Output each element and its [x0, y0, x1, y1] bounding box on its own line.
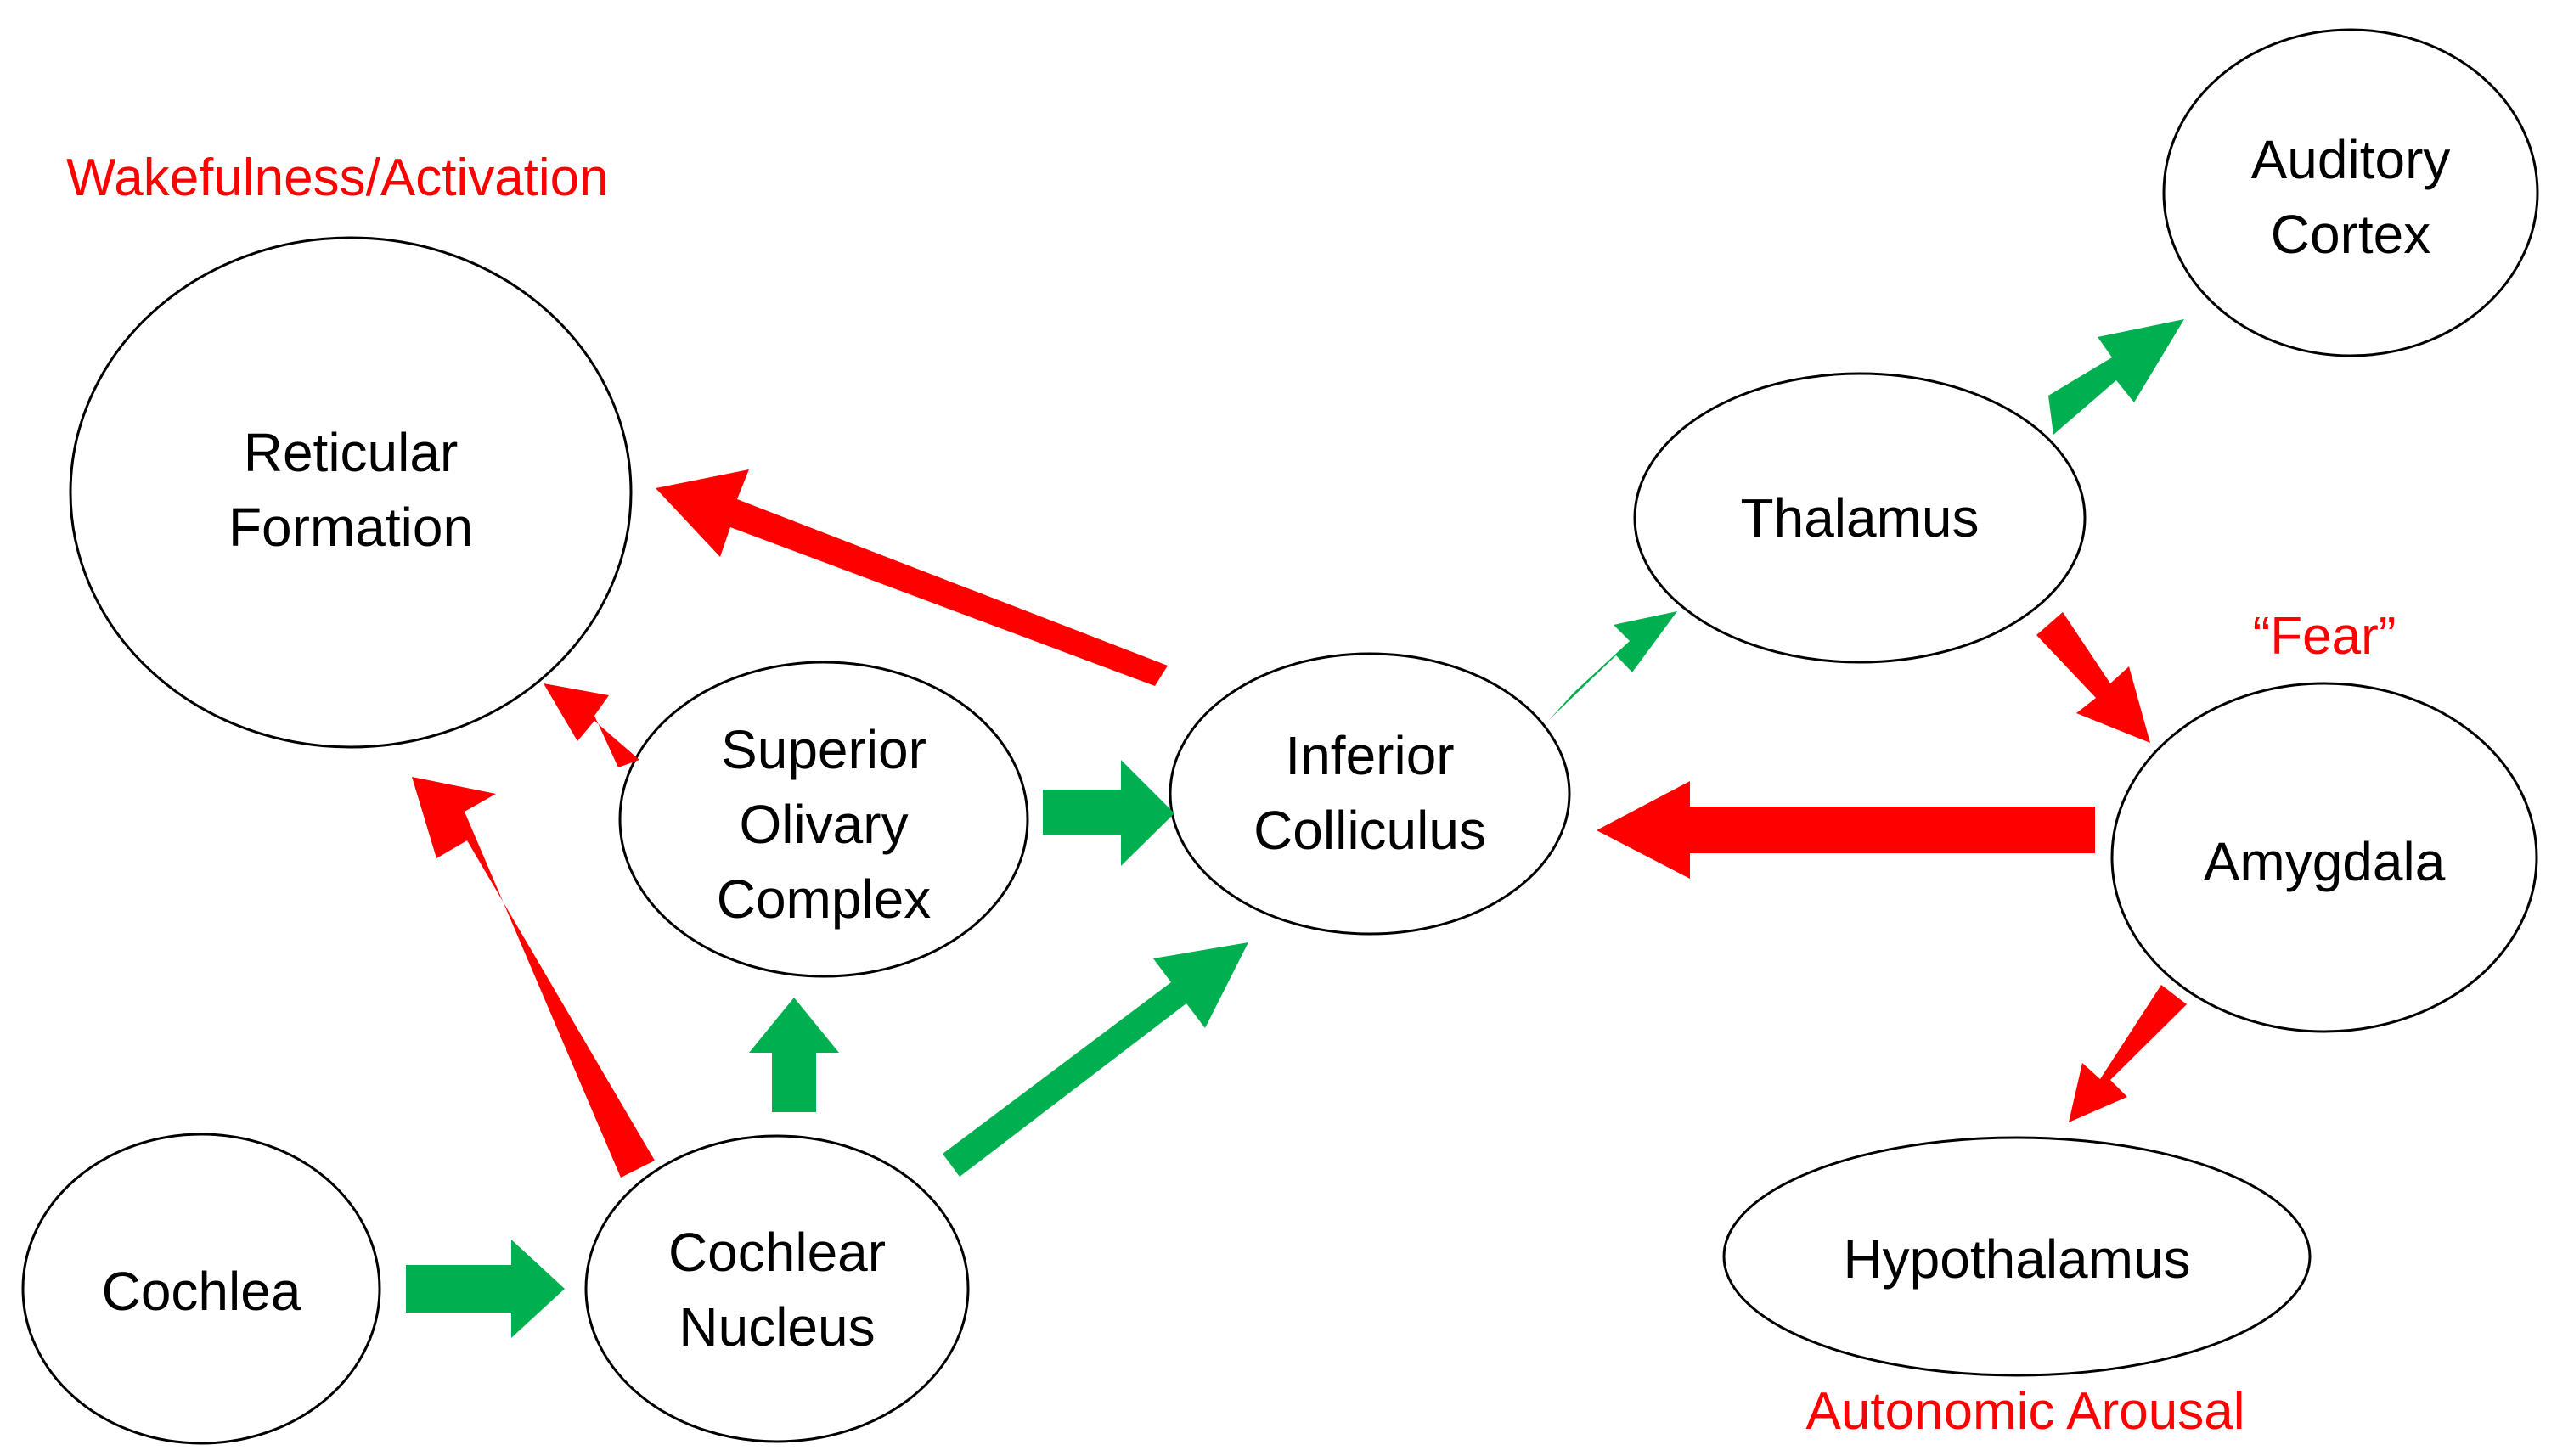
node-label-line: Hypothalamus	[1843, 1228, 2190, 1290]
node-superior-olivary-complex: Superior Olivary Complex	[618, 661, 1029, 978]
node-cochlea: Cochlea	[21, 1133, 381, 1445]
node-thalamus: Thalamus	[1633, 372, 2087, 664]
node-label-line: Superior	[721, 719, 926, 780]
label-wakefulness-activation: Wakefulness/Activation	[66, 149, 609, 207]
arrow-thalamus-to-auditory-cortex	[2048, 319, 2184, 435]
node-inferior-colliculus: Inferior Colliculus	[1169, 652, 1571, 936]
arrow-shape	[2036, 612, 2150, 743]
node-label-line: Complex	[717, 869, 932, 930]
arrow-inferior-colliculus-to-reticular-formation	[656, 469, 1168, 686]
node-label-line: Cortex	[2271, 204, 2431, 265]
arrow-superior-olivary-complex-to-reticular-formation	[544, 683, 639, 767]
node-label-line: Inferior	[1285, 725, 1454, 786]
node-label-line: Formation	[228, 497, 473, 558]
node-label-line: Cochlea	[102, 1261, 301, 1322]
arrow-shape	[2069, 985, 2187, 1122]
node-label-line: Thalamus	[1741, 487, 1980, 548]
arrow-shape	[749, 998, 839, 1112]
arrow-shape	[412, 777, 655, 1178]
node-cochlear-nucleus: Cochlear Nucleus	[584, 1134, 970, 1443]
arrow-cochlea-to-cochlear-nucleus	[406, 1240, 565, 1338]
arrow-shape	[1043, 760, 1174, 866]
arrow-shape	[2048, 319, 2184, 435]
node-label-line: Auditory	[2251, 129, 2451, 190]
node-hypothalamus: Hypothalamus	[1722, 1136, 2312, 1377]
arrow-shape	[1597, 781, 2095, 879]
node-label-line: Amygdala	[2204, 831, 2446, 892]
arrow-amygdala-to-hypothalamus	[2069, 985, 2187, 1122]
arrow-amygdala-to-inferior-colliculus	[1597, 781, 2095, 879]
arrow-inferior-colliculus-to-thalamus	[1549, 611, 1677, 720]
node-reticular-formation: Reticular Formation	[69, 236, 633, 749]
node-auditory-cortex: Auditory Cortex	[2162, 28, 2539, 357]
arrow-shape	[656, 469, 1168, 686]
arrow-cochlear-nucleus-to-superior-olivary-complex	[749, 998, 839, 1112]
node-label-line: Cochlear	[668, 1222, 886, 1283]
arrow-shape	[544, 683, 639, 767]
arrow-shape	[1549, 611, 1677, 720]
arrow-cochlear-nucleus-to-inferior-colliculus	[943, 942, 1248, 1177]
arrow-cochlear-nucleus-to-reticular-formation	[412, 777, 655, 1178]
arrow-thalamus-to-amygdala	[2036, 612, 2150, 743]
arrow-shape	[943, 942, 1248, 1177]
node-label-line: Olivary	[739, 794, 908, 855]
arrow-superior-olivary-complex-to-inferior-colliculus	[1043, 760, 1174, 866]
node-amygdala: Amygdala	[2110, 682, 2538, 1033]
label-autonomic-arousal: Autonomic Arousal	[1806, 1382, 2245, 1441]
label-fear: “Fear”	[2253, 607, 2396, 666]
node-label-line: Reticular	[244, 422, 459, 483]
node-label-line: Nucleus	[679, 1296, 875, 1358]
arrow-shape	[406, 1240, 565, 1338]
node-label-line: Colliculus	[1253, 800, 1486, 861]
